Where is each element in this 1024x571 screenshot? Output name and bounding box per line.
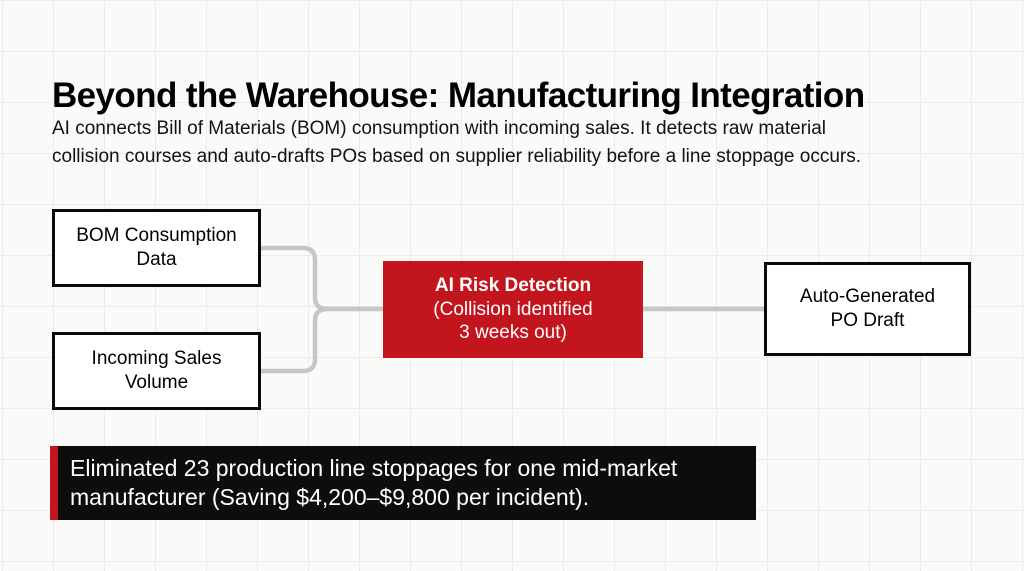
node-label: Incoming Sales Volume: [92, 347, 222, 395]
node-label-line: Data: [136, 249, 177, 270]
node-label: AI Risk Detection (Collision identified …: [433, 274, 592, 345]
connector-bom-to-ai: [258, 245, 330, 312]
node-label-line: Auto-Generated: [799, 286, 936, 307]
node-label: Auto-Generated PO Draft: [800, 285, 935, 333]
node-incoming-sales-volume: Incoming Sales Volume: [52, 332, 261, 410]
node-auto-generated-po-draft: Auto-Generated PO Draft: [764, 262, 971, 356]
node-ai-subtitle-line: (Collision identified: [433, 298, 593, 320]
node-label: BOM Consumption Data: [76, 224, 237, 272]
slide-subtitle: AI connects Bill of Materials (BOM) cons…: [52, 115, 861, 170]
page-title: Beyond the Warehouse: Manufacturing Inte…: [52, 76, 865, 116]
node-ai-risk-detection: AI Risk Detection (Collision identified …: [383, 261, 643, 358]
subtitle-line: AI connects Bill of Materials (BOM) cons…: [52, 118, 827, 139]
callout-line: manufacturer (Saving $4,200–$9,800 per i…: [70, 484, 590, 510]
node-label-line: Incoming Sales: [91, 348, 222, 369]
connector-sales-to-ai: [258, 306, 330, 374]
node-ai-title: AI Risk Detection: [434, 275, 592, 297]
node-label-line: BOM Consumption: [76, 225, 237, 246]
node-label-line: PO Draft: [830, 310, 905, 331]
callout-line: Eliminated 23 production line stoppages …: [70, 455, 678, 481]
node-bom-consumption-data: BOM Consumption Data: [52, 209, 261, 287]
subtitle-line: collision courses and auto-drafts POs ba…: [52, 145, 862, 167]
node-label-line: Volume: [124, 372, 189, 393]
node-ai-subtitle-line: 3 weeks out): [459, 322, 567, 344]
callout-banner: Eliminated 23 production line stoppages …: [50, 446, 756, 520]
